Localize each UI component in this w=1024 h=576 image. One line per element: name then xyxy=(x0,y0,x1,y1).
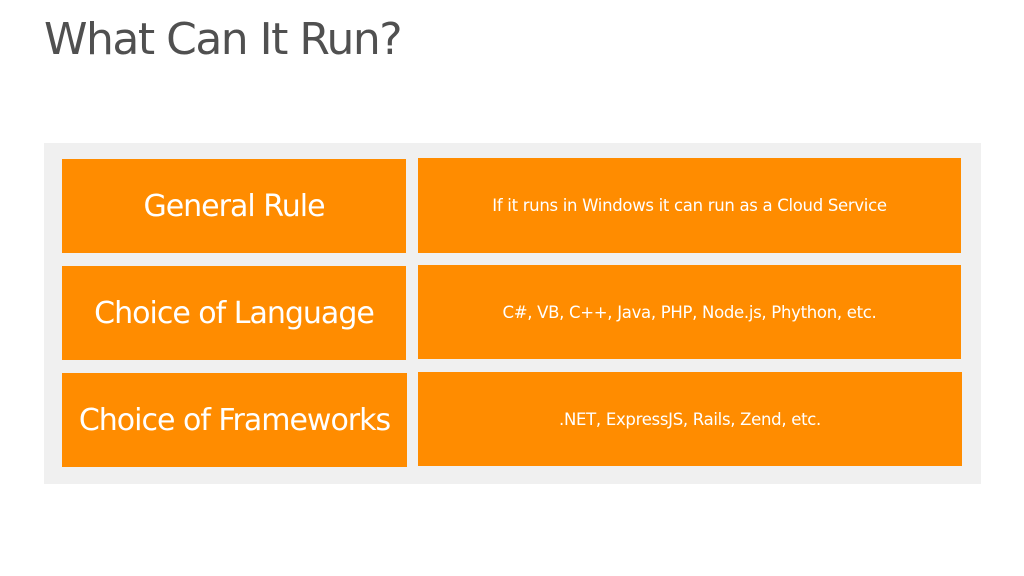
row-description-choice-of-language: C#, VB, C++, Java, PHP, Node.js, Phython… xyxy=(418,265,961,359)
row-label-choice-of-language: Choice of Language xyxy=(62,266,406,360)
row-description-choice-of-frameworks: .NET, ExpressJS, Rails, Zend, etc. xyxy=(418,372,962,466)
slide-title: What Can It Run? xyxy=(44,14,403,65)
row-label-choice-of-frameworks: Choice of Frameworks xyxy=(62,373,407,467)
row-label-general-rule: General Rule xyxy=(62,159,406,253)
row-description-general-rule: If it runs in Windows it can run as a Cl… xyxy=(418,158,961,253)
